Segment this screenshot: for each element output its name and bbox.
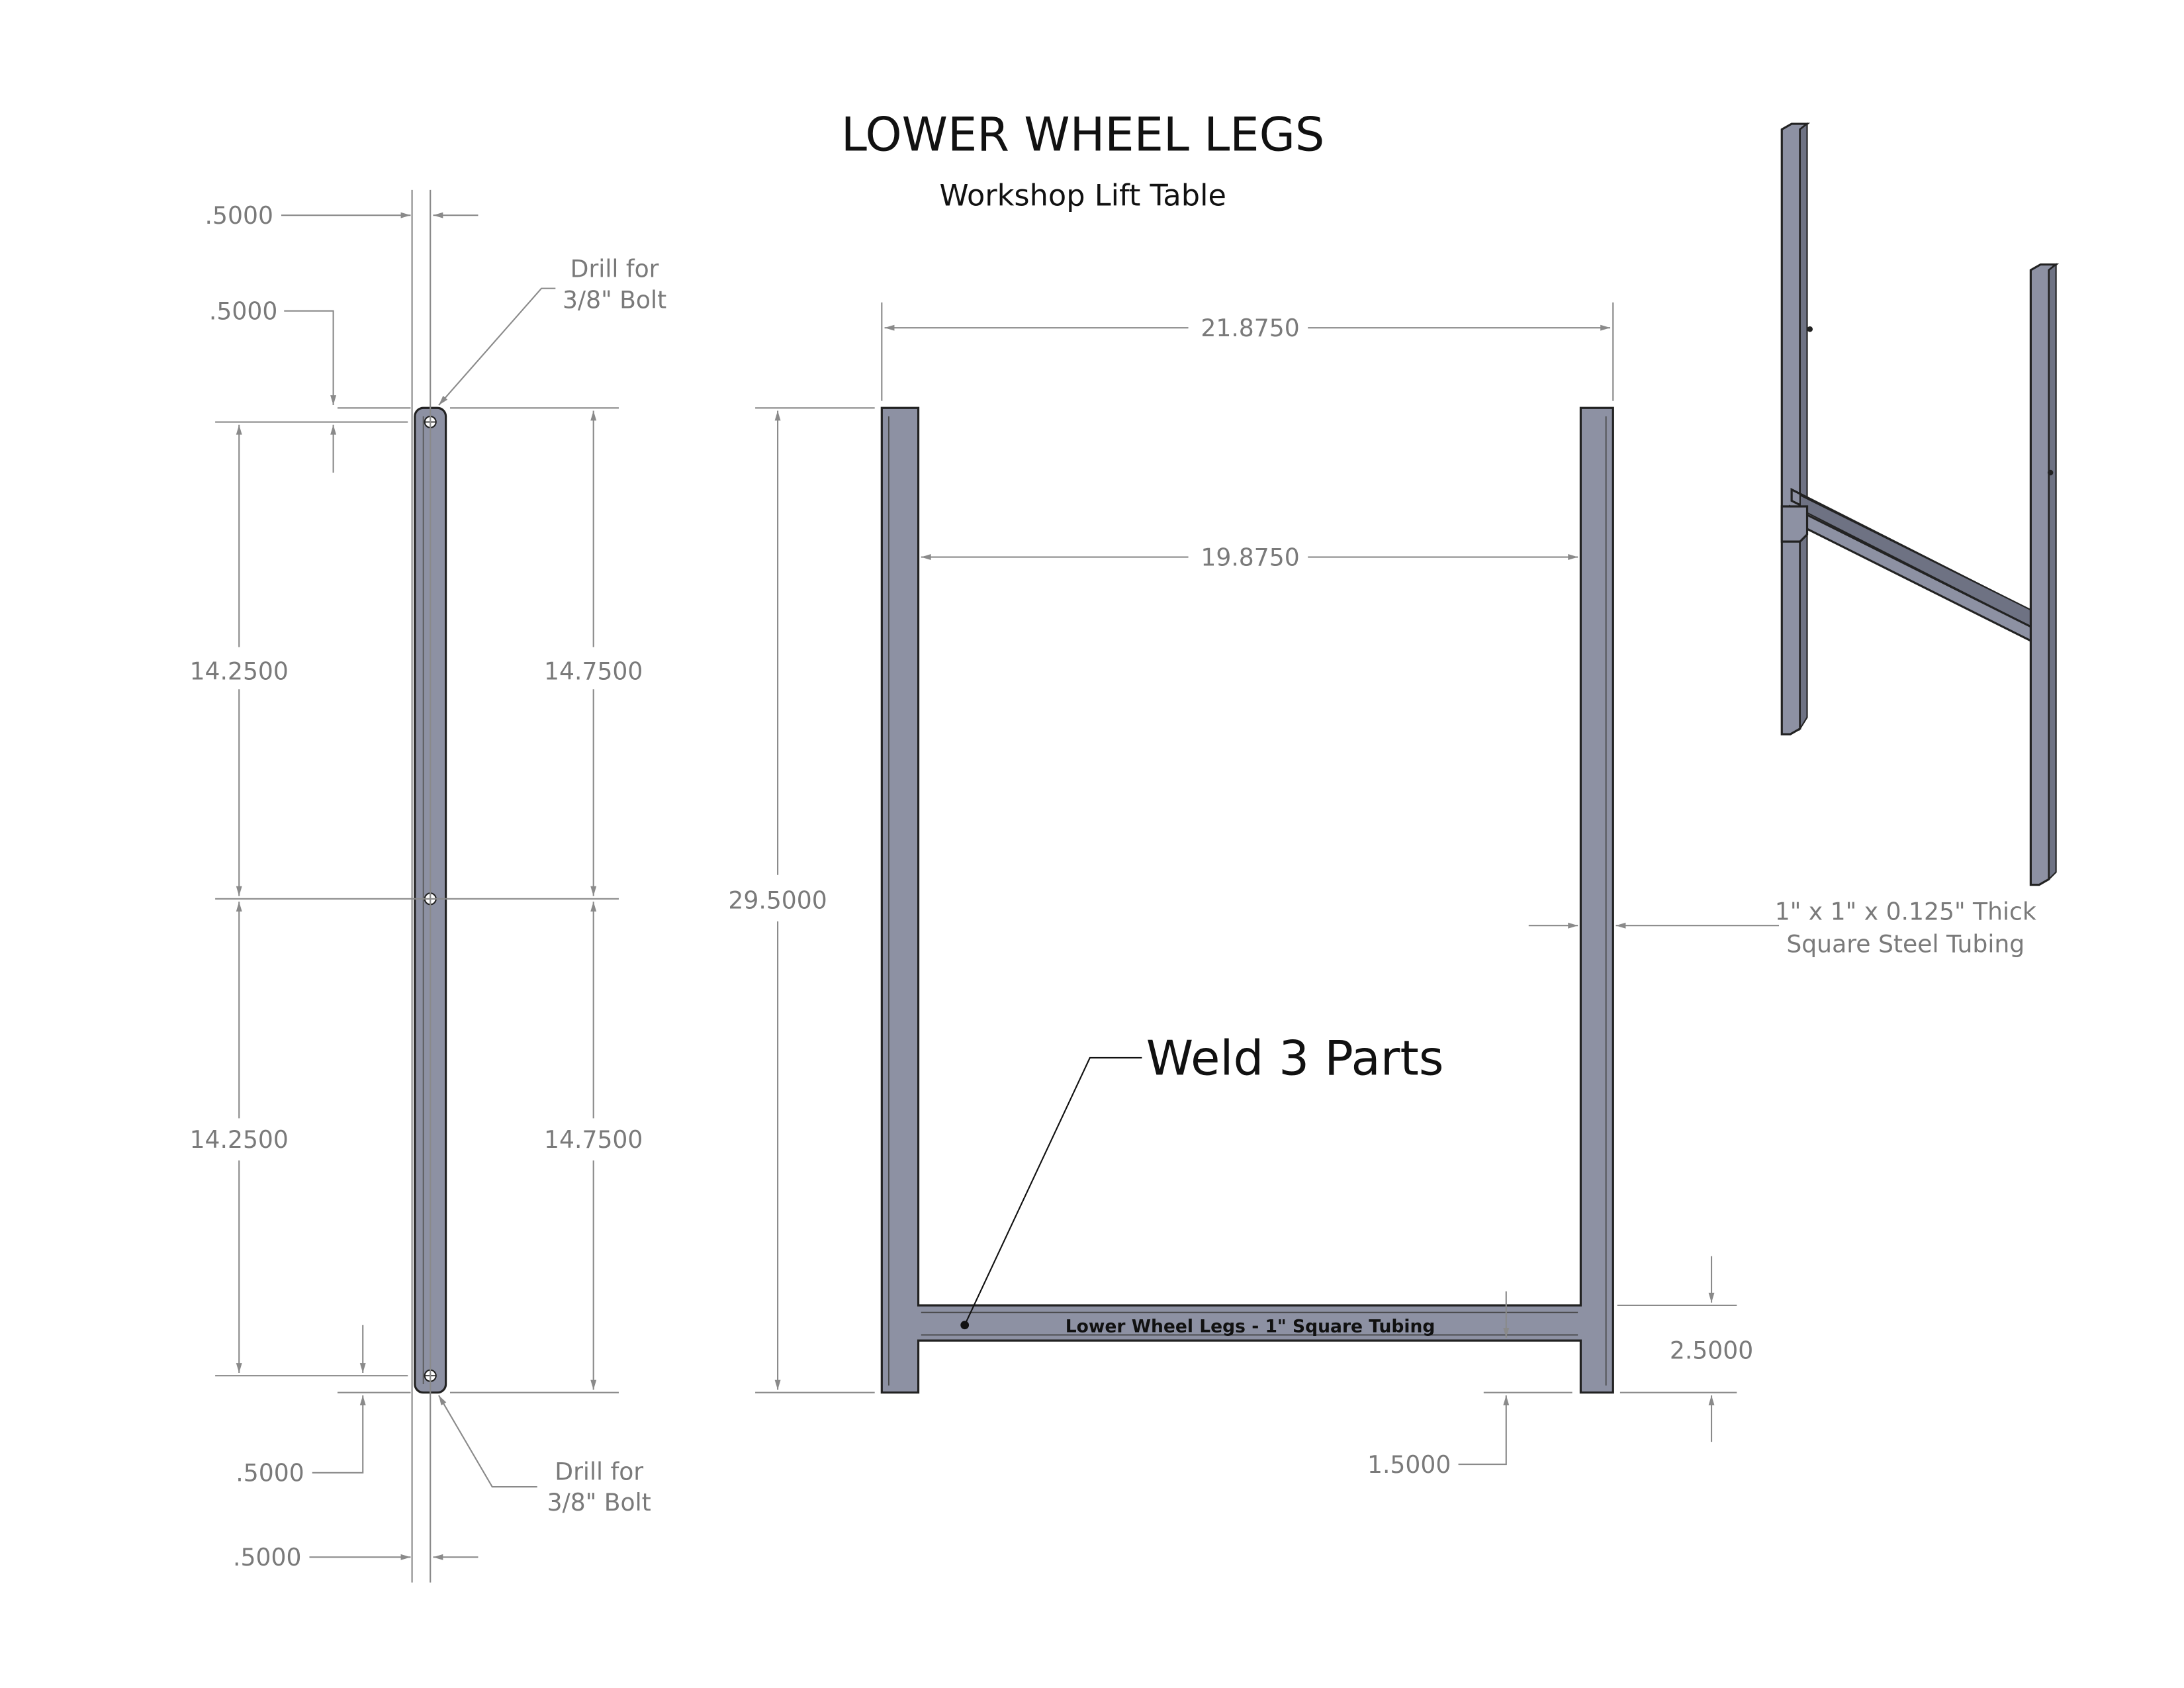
dim-inner-width: 19.8750 <box>1201 543 1299 571</box>
dim-top-vertical: .5000 <box>209 297 277 325</box>
dim-left-lower: 14.2500 <box>190 1125 289 1154</box>
crossbar-engraving: Lower Wheel Legs - 1" Square Tubing <box>1066 1316 1435 1336</box>
dim-crossbar-top: 2.5000 <box>1670 1336 1753 1365</box>
drawing-subtitle: Workshop Lift Table <box>939 178 1226 212</box>
dim-right-upper: 14.7500 <box>544 657 643 685</box>
dim-height: 29.5000 <box>728 886 827 915</box>
isometric-view <box>1780 122 2060 886</box>
drawing-title: LOWER WHEEL LEGS <box>841 107 1325 162</box>
frame-outline <box>880 406 1614 1394</box>
dim-bottom-horizontal: .5000 <box>233 1543 301 1571</box>
front-view: Lower Wheel Legs - 1" Square Tubing 21.8… <box>728 302 2036 1479</box>
dim-crossbar-bottom: 1.5000 <box>1367 1450 1451 1479</box>
dim-right-lower: 14.7500 <box>544 1125 643 1154</box>
dim-left-upper: 14.2500 <box>190 657 289 685</box>
dim-top-horizontal: .5000 <box>205 201 273 230</box>
weld-dot <box>960 1321 970 1330</box>
dim-overall-width: 21.8750 <box>1201 314 1299 342</box>
weld-note: Weld 3 Parts <box>1146 1031 1444 1086</box>
dim-bottom-vertical: .5000 <box>236 1459 304 1487</box>
